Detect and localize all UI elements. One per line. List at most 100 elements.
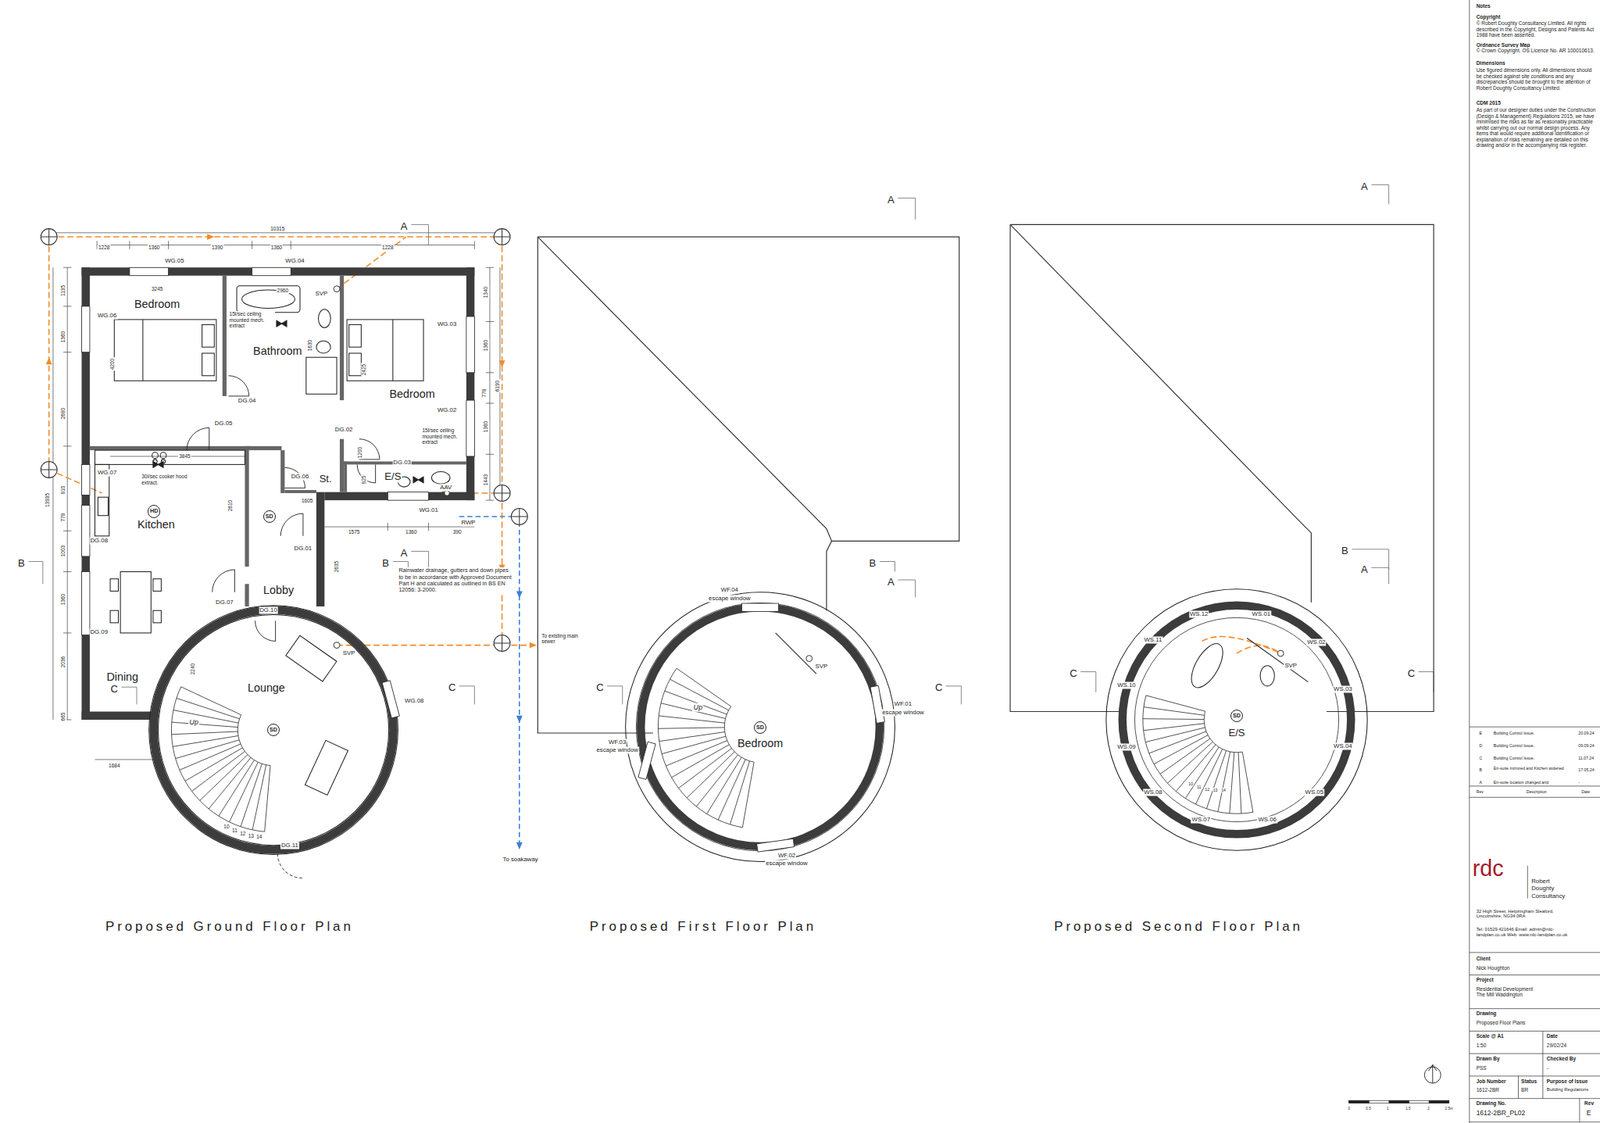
roof-outline [537, 224, 1434, 733]
window [387, 492, 429, 500]
tower-wall [635, 602, 884, 850]
plan-label: 14 [255, 833, 263, 840]
external-wall [466, 267, 475, 500]
title-block-text: E [1478, 730, 1483, 736]
external-wall [81, 711, 155, 720]
detector-symbol: SD [263, 510, 276, 523]
internal-wall [343, 460, 347, 492]
plan-label: 10 [222, 823, 230, 830]
furniture [775, 632, 1309, 693]
door-swing [186, 427, 210, 450]
plan-label: 2 [1426, 1106, 1431, 1111]
title-block-text: Building Control Issue. [1492, 742, 1536, 748]
furniture [431, 471, 450, 485]
title-block-line [1469, 0, 1600, 1123]
section-marker [1080, 184, 1434, 692]
plan-label: C [595, 682, 604, 694]
title-block-text: Copyright [1475, 14, 1502, 21]
title-block-text: 30l/sec cooker hood extract. [140, 473, 190, 486]
scale-bar [1428, 1100, 1450, 1103]
window [81, 505, 90, 557]
external-wall [81, 267, 475, 720]
symbol-text: SD [756, 724, 765, 731]
title-block-text: Project [1475, 976, 1495, 983]
furniture [392, 319, 393, 381]
tower-wall [153, 610, 394, 850]
title-block-text: Rainwater drainage, gutters and down pip… [397, 567, 514, 593]
section-marker [607, 197, 961, 704]
internal-wall [339, 275, 344, 400]
furniture [1185, 638, 1229, 693]
plan-label: A [1360, 563, 1369, 575]
plan-label: SVP [314, 290, 329, 298]
external-wall [324, 492, 475, 500]
plan-label: C [1407, 667, 1416, 680]
plan-label: Up [692, 703, 704, 712]
furniture [346, 319, 424, 381]
plan-label: A [886, 575, 896, 588]
plan-label: WG.01 [417, 507, 439, 515]
furniture [236, 285, 300, 313]
window [382, 680, 400, 718]
roof-outline [537, 236, 654, 733]
plan-label: 2610 [227, 498, 234, 512]
plan-label: 2960 [276, 288, 290, 295]
furniture [349, 324, 362, 347]
door-swing [255, 620, 276, 641]
external-wall [316, 492, 325, 607]
plan-label: DG.02 [334, 425, 354, 433]
plan-label: 825 [361, 475, 368, 486]
symbol-text: SD [269, 726, 278, 733]
plan-label: 1575 [347, 528, 361, 536]
furniture [114, 319, 217, 381]
plan-label: 2036 [60, 654, 67, 668]
drawing-title: Proposed Second Floor Plan [1053, 918, 1304, 935]
plan-label: Up [188, 717, 200, 726]
north-arrow [1428, 1064, 1437, 1084]
door-swing [212, 569, 236, 593]
drawing-title: Proposed Ground Floor Plan [104, 918, 355, 935]
internal-wall [249, 446, 283, 450]
plan-label: DG.01 [293, 544, 314, 552]
title-block-text: 1612-2BR [1475, 1086, 1500, 1093]
furniture [110, 578, 118, 592]
plan-label: 0 [1346, 1106, 1351, 1111]
plan-label: 1360 [482, 338, 490, 352]
flow-arrowhead [516, 590, 523, 850]
soil-vent-pipe [333, 285, 340, 293]
plan-label: 11 [231, 828, 239, 835]
plan-label: WG.07 [96, 468, 118, 476]
title-block-text: C [1478, 755, 1484, 761]
title-block-text: Date [1580, 789, 1591, 794]
door-swing [277, 853, 302, 878]
plan-label: WS.10 [1116, 681, 1137, 689]
plan-label: 1003 [60, 544, 67, 558]
window [81, 464, 90, 495]
plan-label: 10315 [269, 225, 286, 233]
title-block-text: Notes [1475, 3, 1492, 10]
plan-label: 3845 [178, 453, 192, 460]
title-block-text: Rev [1583, 1100, 1595, 1107]
plan-label: WF.01 [893, 700, 913, 708]
furniture [316, 340, 331, 354]
title-block-text: Checked By [1546, 1055, 1577, 1062]
title-block-text: Purpose of Issue [1546, 1078, 1590, 1085]
tower-wall [157, 614, 389, 845]
title-block-text: Use figured dimensions only. All dimensi… [1475, 67, 1598, 91]
door-swing [228, 375, 250, 397]
plan-label: 1360 [147, 245, 161, 252]
plan-label: 1340 [482, 285, 490, 299]
furniture [202, 353, 215, 376]
tower-wall [1122, 605, 1352, 835]
detector-symbol: SD [753, 721, 767, 734]
plan-label: DG.08 [89, 537, 109, 545]
title-block-text: Client [1475, 955, 1492, 962]
title-block-text: A [1478, 779, 1483, 785]
plan-label: To soakaway [501, 855, 539, 863]
title-block-text: © Robert Doughty Consultancy Limited. Al… [1475, 20, 1598, 39]
plan-label: DG.03 [392, 458, 412, 466]
title-block-text: Building Control Issue. [1492, 730, 1536, 736]
soil-vent-pipe [806, 655, 813, 662]
plan-label: 1605 [300, 498, 315, 505]
roof-outline [537, 236, 959, 611]
